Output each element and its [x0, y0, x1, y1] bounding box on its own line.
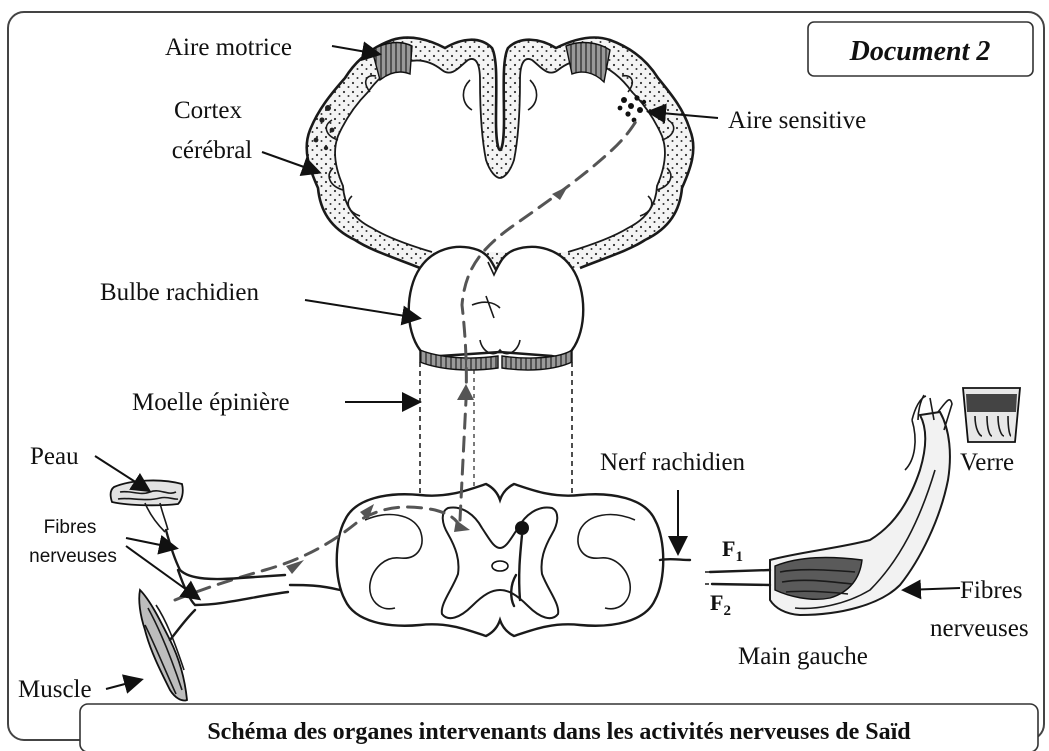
label-aire-motrice: Aire motrice [165, 34, 292, 61]
label-fibres-right-line1: Fibres [960, 577, 1023, 604]
label-nerf-rachidien: Nerf rachidien [600, 449, 746, 476]
label-f1: F1 [722, 536, 743, 565]
label-cortex-line2: cérébral [172, 137, 253, 164]
label-verre: Verre [960, 449, 1014, 476]
label-fibres-left-line2: nerveuses [29, 546, 117, 567]
label-f2: F2 [710, 590, 731, 619]
glass-icon [963, 388, 1020, 442]
central-canal [492, 561, 508, 571]
document-label: Document 2 [849, 36, 991, 67]
label-fibres-right-line2: nerveuses [930, 615, 1029, 642]
brain-section [307, 38, 694, 268]
label-muscle: Muscle [18, 676, 92, 703]
caption-text: Schéma des organes intervenants dans les… [207, 719, 911, 745]
motor-neuron-body [515, 521, 529, 535]
caption-box: Schéma des organes intervenants dans les… [80, 704, 1038, 751]
label-main-gauche: Main gauche [738, 643, 868, 670]
spinal-cord-section [290, 484, 690, 636]
label-bulbe-rachidien: Bulbe rachidien [100, 279, 259, 306]
left-arm [705, 395, 952, 615]
label-moelle-epiniere: Moelle épinière [132, 389, 290, 416]
spinal-cord-guides [420, 362, 572, 495]
document-label-box: Document 2 [808, 22, 1033, 76]
label-cortex-line1: Cortex [174, 97, 243, 124]
muscle-sample [139, 590, 195, 701]
label-peau: Peau [30, 443, 79, 470]
label-aire-sensitive: Aire sensitive [728, 107, 866, 134]
label-fibres-left-line1: Fibres [44, 517, 97, 538]
